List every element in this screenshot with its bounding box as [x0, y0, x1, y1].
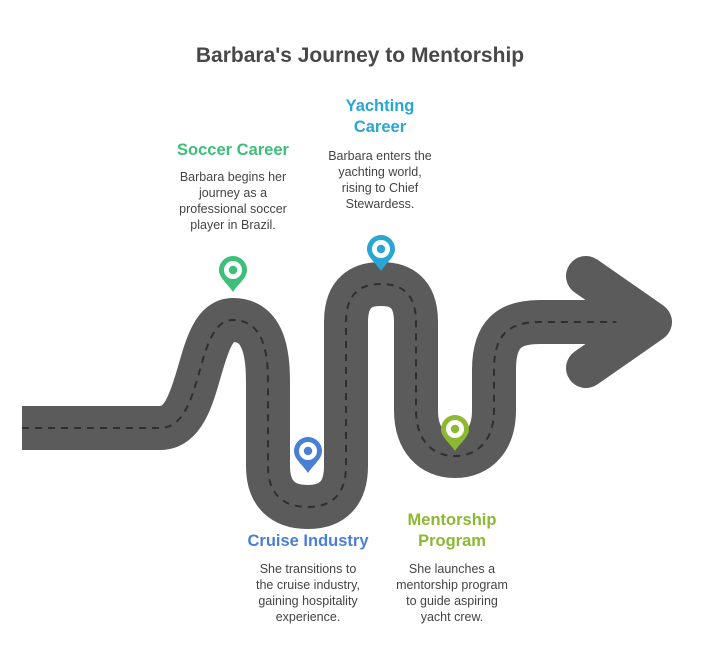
- diagram-title: Barbara's Journey to Mentorship: [195, 44, 525, 67]
- milestone-desc-yachting: Barbara enters the yachting world, risin…: [328, 149, 432, 211]
- milestone-desc-soccer: Barbara begins her journey as a professi…: [179, 170, 287, 232]
- pin-cruise: [294, 437, 322, 473]
- milestone-title-soccer: Soccer Career: [177, 141, 289, 159]
- milestone-title-cruise: Cruise Industry: [247, 532, 369, 550]
- pin-mentorship: [441, 415, 469, 451]
- milestone-title-yachting: Yachting Career: [345, 97, 415, 136]
- milestone-desc-cruise: She transitions to the cruise industry, …: [256, 562, 360, 624]
- road-arrow-head: [566, 256, 672, 388]
- milestone-desc-mentorship: She launches a mentorship program to gui…: [396, 562, 508, 624]
- winding-road: [22, 262, 652, 529]
- pin-yachting: [367, 235, 395, 271]
- milestone-title-mentorship: Mentorship Program: [407, 511, 497, 550]
- pin-soccer: [219, 256, 247, 292]
